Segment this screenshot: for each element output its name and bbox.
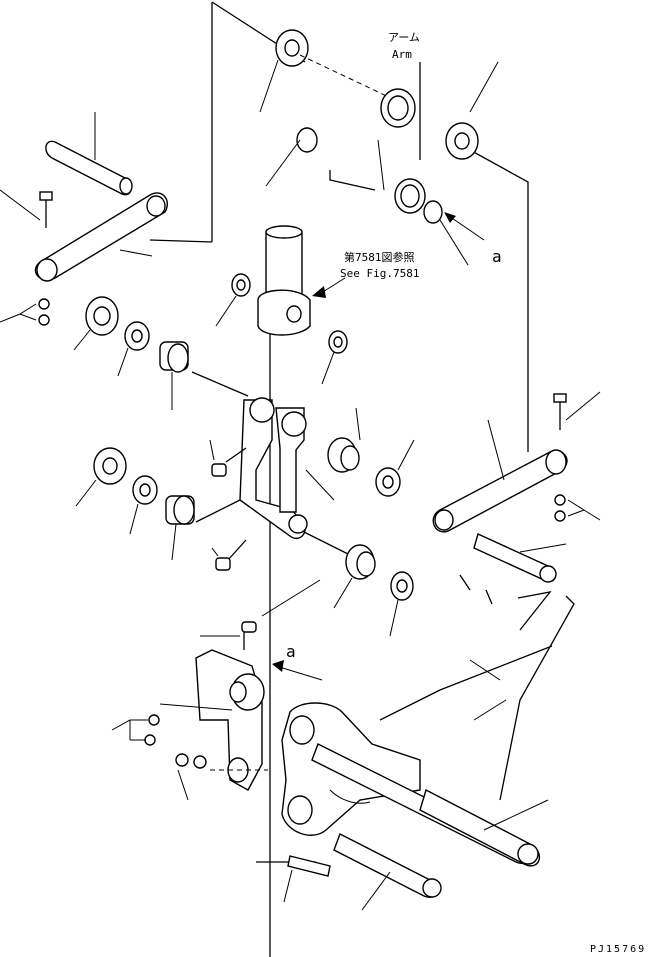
arm-label-jp: アーム xyxy=(388,31,420,44)
top-pin-assembly xyxy=(259,29,499,266)
left-middle-bushings xyxy=(75,447,241,561)
drawing-number: PJ15769 xyxy=(590,944,646,955)
arm-label: アーム Arm xyxy=(388,31,420,61)
ref-label-en: See Fig.7581 xyxy=(340,267,419,280)
lower-bushings xyxy=(333,544,414,637)
center-mount: 第7581図参照 See Fig.7581 xyxy=(257,225,419,336)
callout-a-bottom-label: a xyxy=(286,642,296,661)
callout-a-top-label: a xyxy=(492,247,502,266)
center-bushings xyxy=(73,273,415,497)
long-pins xyxy=(256,743,549,911)
callout-a-top: a xyxy=(444,212,502,266)
right-pin xyxy=(473,533,567,583)
right-link xyxy=(432,391,601,533)
loader-frame xyxy=(379,574,575,801)
upper-left-link xyxy=(0,112,168,326)
lower-bracket xyxy=(111,579,321,801)
arm-label-en: Arm xyxy=(392,48,412,61)
ref-label-jp: 第7581図参照 xyxy=(344,250,415,264)
center-bracket xyxy=(209,397,353,571)
callout-a-bottom: a xyxy=(272,642,323,681)
